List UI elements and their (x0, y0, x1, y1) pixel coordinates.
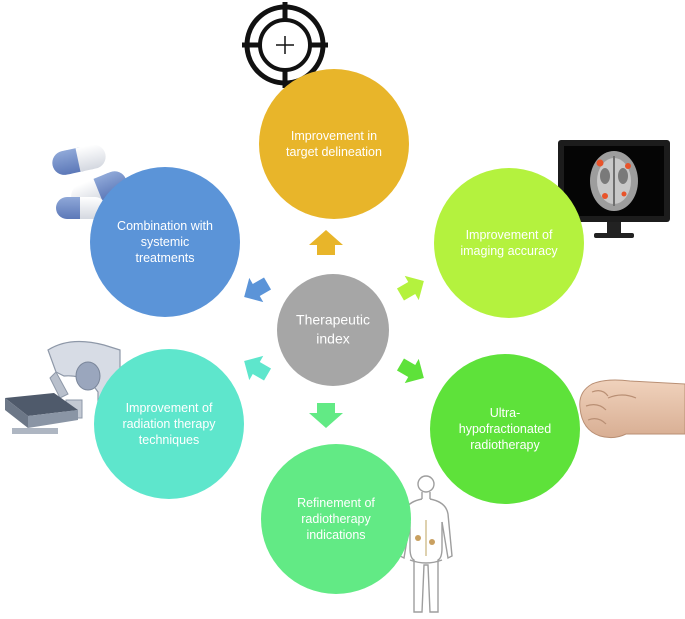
node-label-line: Ultra- (490, 406, 521, 420)
fist-icon (579, 379, 685, 439)
arrow-to-lower-left (244, 355, 272, 381)
node-label-line: Combination with (117, 219, 213, 233)
node-label-line: hypofractionated (459, 422, 551, 436)
node-center: Therapeutic index (277, 274, 389, 386)
node-label-line: radiotherapy (301, 512, 371, 526)
node-upper-right: Improvement of imaging accuracy (434, 168, 584, 318)
human-body-icon (399, 475, 453, 613)
node-label-line: target delineation (286, 145, 382, 159)
node-label-line: Improvement of (126, 401, 213, 415)
arrow-to-upper-left (244, 277, 272, 303)
node-upper-left: Combination with systemic treatments (90, 167, 240, 317)
node-label-line: systemic (141, 235, 190, 249)
arrow-to-top (309, 230, 343, 255)
node-label-line: treatments (135, 251, 194, 265)
crosshair-icon (242, 2, 328, 88)
node-label-line: indications (306, 528, 365, 542)
node-lower-right: Ultra-hypofractionated radiotherapy (430, 354, 580, 504)
node-label-line: index (316, 331, 349, 347)
node-top: Improvement in target delineation (259, 69, 409, 219)
node-label-line: Improvement of (466, 228, 553, 242)
node-label-line: radiation therapy (122, 417, 216, 431)
arrow-to-upper-right (396, 275, 424, 301)
brain-scan-monitor-icon (558, 140, 670, 238)
node-label-line: Refinement of (297, 496, 375, 510)
node-label-line: imaging accuracy (460, 244, 558, 258)
node-label-line: techniques (139, 433, 199, 447)
node-lower-left: Improvement of radiation therapy technique… (94, 349, 244, 499)
arrow-to-lower-right (396, 358, 424, 384)
node-label-line: Therapeutic (296, 312, 370, 328)
node-label-line: radiotherapy (470, 438, 540, 452)
node-bottom: Refinement of radiotherapy indications (261, 444, 411, 594)
arrow-to-bottom (309, 403, 343, 428)
node-label-line: Improvement in (291, 129, 377, 143)
